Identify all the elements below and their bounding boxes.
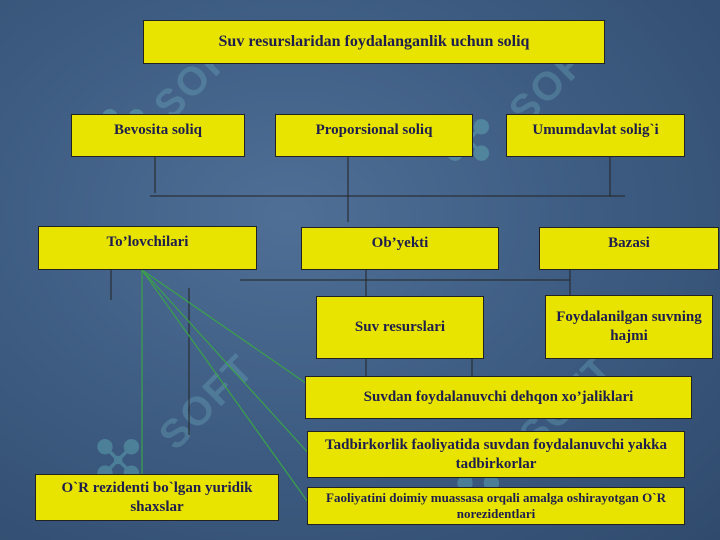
arrow-line xyxy=(141,269,311,506)
suv-resurslari-label: Suv resurslari xyxy=(354,319,446,336)
norezident-box: Faoliyatini doimiy muassasa orqali amalg… xyxy=(307,487,685,525)
dehqon-box: Suvdan foydalanuvchi dehqon xo’jaliklari xyxy=(305,376,692,419)
tolovchilari-label: To’lovchilari xyxy=(106,234,189,250)
suv-resurslari-box: Suv resurslari xyxy=(316,296,484,359)
arrow-line xyxy=(141,269,311,456)
proporsional-box: Proporsional soliq xyxy=(275,114,473,157)
foydalanilgan-label: Foydalanilgan suvning hajmi xyxy=(556,309,702,344)
bazasi-box: Bazasi xyxy=(539,227,719,270)
tadbirkor-box: Tadbirkorlik faoliyatida suvdan foydalan… xyxy=(307,431,685,478)
tadbirkor-label: Tadbirkorlik faoliyatida suvdan foydalan… xyxy=(324,436,668,472)
diagram-title-box: Suv resurslaridan foydalanganlik uchun s… xyxy=(143,20,605,64)
norezident-label: Faoliyatini doimiy muassasa orqali amalg… xyxy=(326,489,666,521)
proporsional-label: Proporsional soliq xyxy=(315,122,433,138)
bevosita-box: Bevosita soliq xyxy=(71,114,245,157)
arrow-line xyxy=(141,269,311,387)
diagram-title: Suv resurslaridan foydalanganlik uchun s… xyxy=(218,33,530,50)
rezident-label: O`R rezidenti bo`lgan yuridik shaxslar xyxy=(61,479,253,515)
bazasi-label: Bazasi xyxy=(608,235,650,251)
dehqon-label: Suvdan foydalanuvchi dehqon xo’jaliklari xyxy=(363,389,634,406)
rezident-box: O`R rezidenti bo`lgan yuridik shaxslar xyxy=(35,474,279,521)
bevosita-label: Bevosita soliq xyxy=(114,122,202,138)
umumdavlat-box: Umumdavlat solig`i xyxy=(506,114,685,157)
obyekti-box: Ob’yekti xyxy=(301,227,499,270)
foydalanilgan-box: Foydalanilgan suvning hajmi xyxy=(545,295,713,359)
tolovchilari-box: To’lovchilari xyxy=(38,226,257,270)
obyekti-label: Ob’yekti xyxy=(371,235,429,251)
umumdavlat-label: Umumdavlat solig`i xyxy=(532,122,659,138)
